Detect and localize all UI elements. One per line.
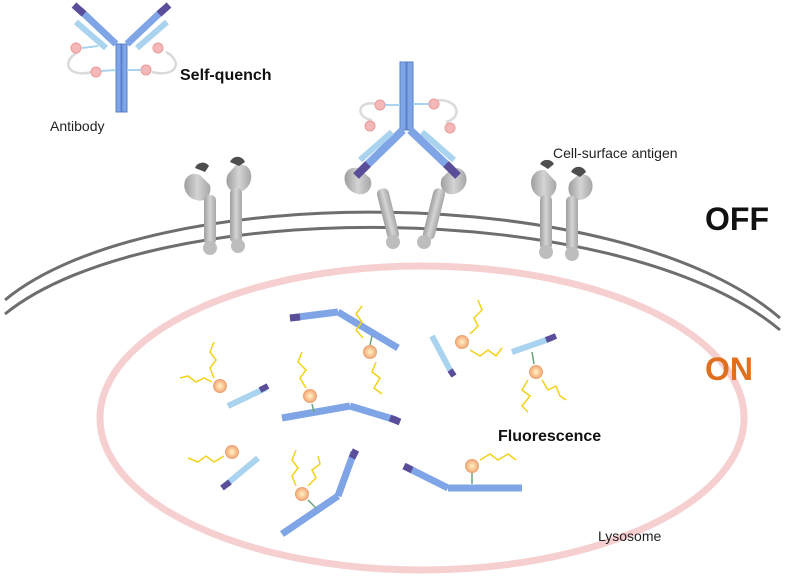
cell-surface-antigen-label: Cell-surface antigen (553, 145, 678, 161)
fragment-light-2 (511, 333, 567, 413)
antigen-left-1 (184, 162, 217, 255)
fragment-heavy-4 (402, 453, 522, 492)
antigen-left-2 (226, 156, 252, 253)
antibody-label: Antibody (50, 118, 104, 134)
fragment-light-1 (429, 299, 503, 378)
free-antibody (66, 2, 178, 113)
fluorescence-label: Fluorescence (498, 428, 601, 445)
bound-antibody (353, 61, 461, 179)
fragment-light-4 (187, 445, 260, 491)
antigen-middle-1 (344, 167, 400, 249)
lysosome-label: Lysosome (598, 528, 662, 544)
fragment-heavy-1 (289, 305, 400, 395)
fragment-heavy-2 (281, 351, 402, 426)
self-quench-label: Self-quench (180, 67, 272, 84)
lysosome-membrane (96, 262, 748, 574)
fragment-heavy-3 (280, 448, 360, 537)
fragment-light-3 (179, 341, 270, 409)
antigen-middle-2 (417, 167, 467, 249)
on-state-label: ON (705, 351, 753, 387)
off-state-label: OFF (705, 201, 769, 237)
antigen-right-1 (531, 159, 557, 259)
antigen-right-2 (565, 166, 593, 261)
